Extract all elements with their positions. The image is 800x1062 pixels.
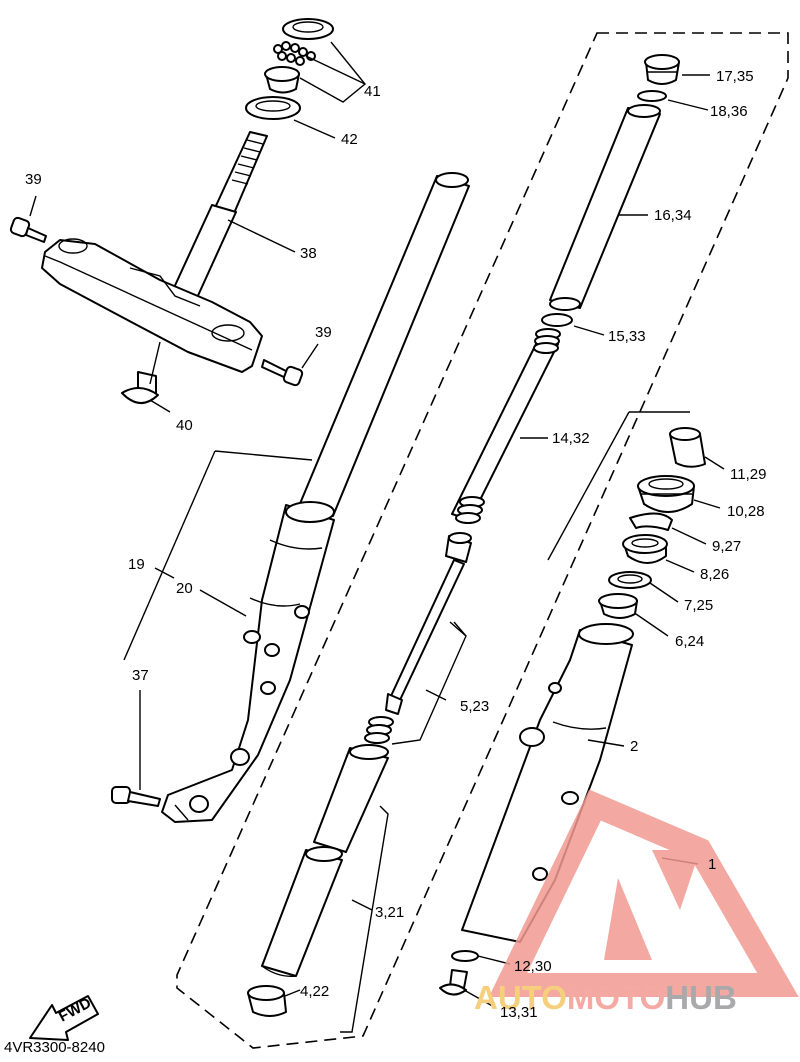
label-7-25: 7,25 [684, 597, 713, 614]
drain-bolt [439, 969, 468, 996]
bolt-37 [111, 786, 161, 807]
bearing-balls [273, 41, 316, 66]
steering-stem [171, 131, 268, 301]
label-18-36: 18,36 [710, 103, 748, 120]
damper-cylinder [261, 744, 389, 977]
watermark-triangle-outer [488, 789, 799, 997]
left-outer-tube [161, 501, 335, 823]
label-4-22: 4,22 [300, 983, 329, 1000]
fwd-arrow-icon: FWD [29, 994, 99, 1041]
label-39-right: 39 [315, 324, 332, 341]
bearing-race-lower [245, 96, 301, 120]
label-8-26: 8,26 [700, 566, 729, 583]
bolt-39-left [9, 216, 47, 243]
label-40: 40 [176, 417, 193, 434]
label-13-31: 13,31 [500, 1004, 538, 1021]
slide-metal [598, 593, 638, 619]
catalog-number: 4VR3300-8240 [4, 1039, 105, 1056]
watermark-moto: MOTO [567, 979, 665, 1016]
label-1: 1 [708, 856, 716, 873]
label-12-30: 12,30 [514, 958, 552, 975]
retaining-clip [629, 512, 673, 531]
label-42: 42 [341, 131, 358, 148]
label-14-32: 14,32 [552, 430, 590, 447]
copper-washer [451, 950, 479, 962]
label-5-23: 5,23 [460, 698, 489, 715]
dust-seal [637, 475, 695, 513]
label-2: 2 [630, 738, 638, 755]
automotohub-watermark-logo [488, 789, 799, 997]
label-39-left: 39 [25, 171, 42, 188]
spacer-pipe [549, 104, 661, 311]
cable-guide-40 [121, 371, 159, 404]
label-38: 38 [300, 245, 317, 262]
bolt-39-right [261, 359, 304, 387]
label-9-27: 9,27 [712, 538, 741, 555]
watermark-hub: HUB [665, 979, 737, 1016]
fork-spring [451, 328, 561, 524]
label-37: 37 [132, 667, 149, 684]
under-bracket [41, 238, 263, 373]
label-10-28: 10,28 [727, 503, 765, 520]
watermark-triangle-inner [604, 878, 652, 960]
leader-lines [29, 41, 725, 1033]
bearing-race-top [282, 18, 334, 40]
label-19: 19 [128, 556, 145, 573]
label-41: 41 [364, 83, 381, 100]
label-15-33: 15,33 [608, 328, 646, 345]
label-17-35: 17,35 [716, 68, 754, 85]
watermark-auto: AUTO [474, 979, 567, 1016]
damper-rod [364, 532, 472, 744]
label-20: 20 [176, 580, 193, 597]
o-ring [637, 90, 667, 102]
assembly-dashed-outline [176, 32, 789, 1049]
bearing-cone [264, 66, 300, 94]
label-3-21: 3,21 [375, 904, 404, 921]
slide-bush [669, 427, 706, 468]
seal-washer [608, 571, 652, 589]
label-11-29: 11,29 [730, 466, 766, 483]
cap-bolt [644, 54, 680, 85]
oil-seal [622, 534, 668, 564]
label-6-24: 6,24 [675, 633, 704, 650]
oil-lock-piece [247, 985, 287, 1017]
label-16-34: 16,34 [654, 207, 692, 224]
left-inner-tube [298, 172, 470, 517]
spring-seat-washer [541, 313, 573, 327]
watermark-text: AUTOMOTOHUB [474, 979, 737, 1016]
